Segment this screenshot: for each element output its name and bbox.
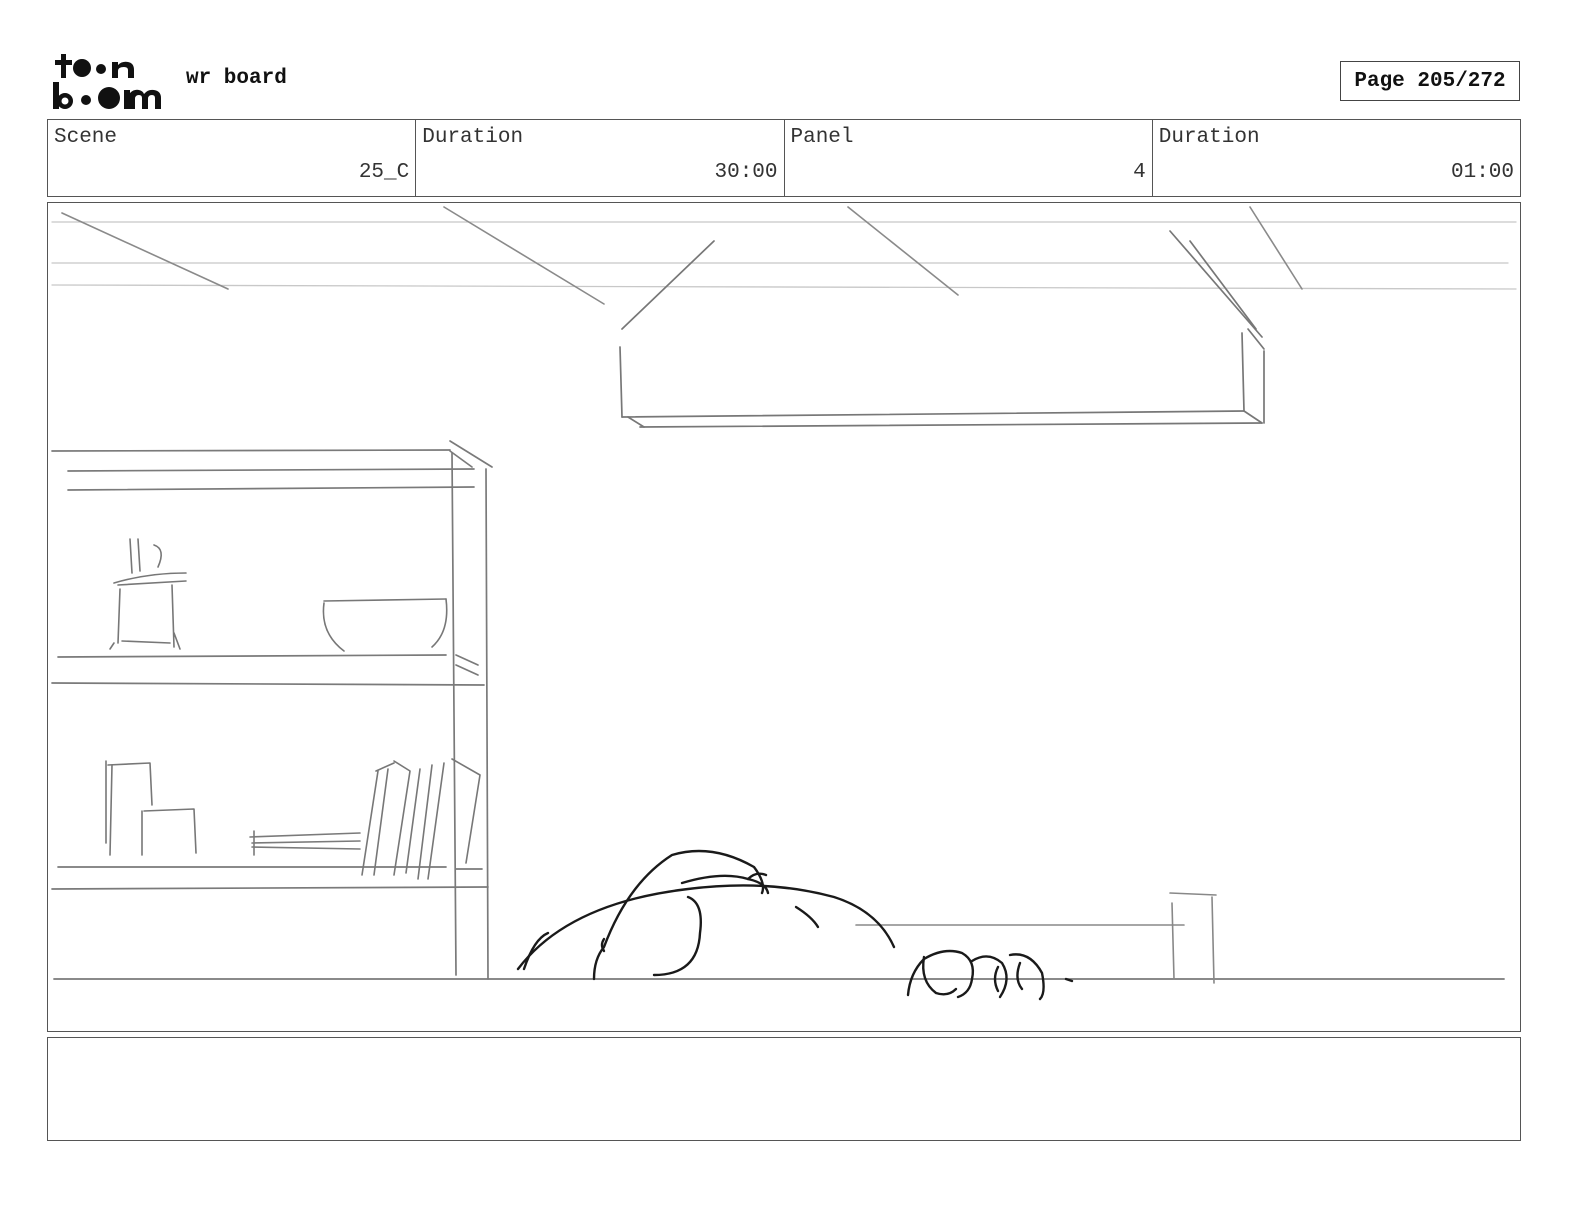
- toonboom-logo: [52, 52, 164, 112]
- scene-duration-label: Duration: [422, 126, 524, 149]
- panel-duration-value: 01:00: [1450, 161, 1514, 184]
- panel-duration-label: Duration: [1158, 126, 1260, 149]
- panel-cell: Panel 4: [785, 120, 1153, 196]
- page-counter: Page 205/272: [1340, 61, 1520, 101]
- panel-notes: [47, 1037, 1521, 1141]
- board-title: wr board: [186, 67, 287, 90]
- storyboard-sketch: [51, 206, 1517, 1001]
- scene-duration-value: 30:00: [714, 161, 778, 184]
- toonboom-logo-icon: [53, 54, 161, 109]
- scene-label: Scene: [54, 126, 118, 149]
- scene-value: 25_C: [358, 161, 410, 184]
- panel-info-row: Scene 25_C Duration 30:00 Panel 4 Durati…: [47, 119, 1521, 197]
- panel-label: Panel: [790, 126, 854, 149]
- scene-cell: Scene 25_C: [48, 120, 417, 196]
- scene-duration-cell: Duration 30:00: [416, 120, 785, 196]
- panel-value: 4: [1133, 161, 1146, 184]
- panel-duration-cell: Duration 01:00: [1153, 120, 1520, 196]
- storyboard-panel: [47, 202, 1521, 1032]
